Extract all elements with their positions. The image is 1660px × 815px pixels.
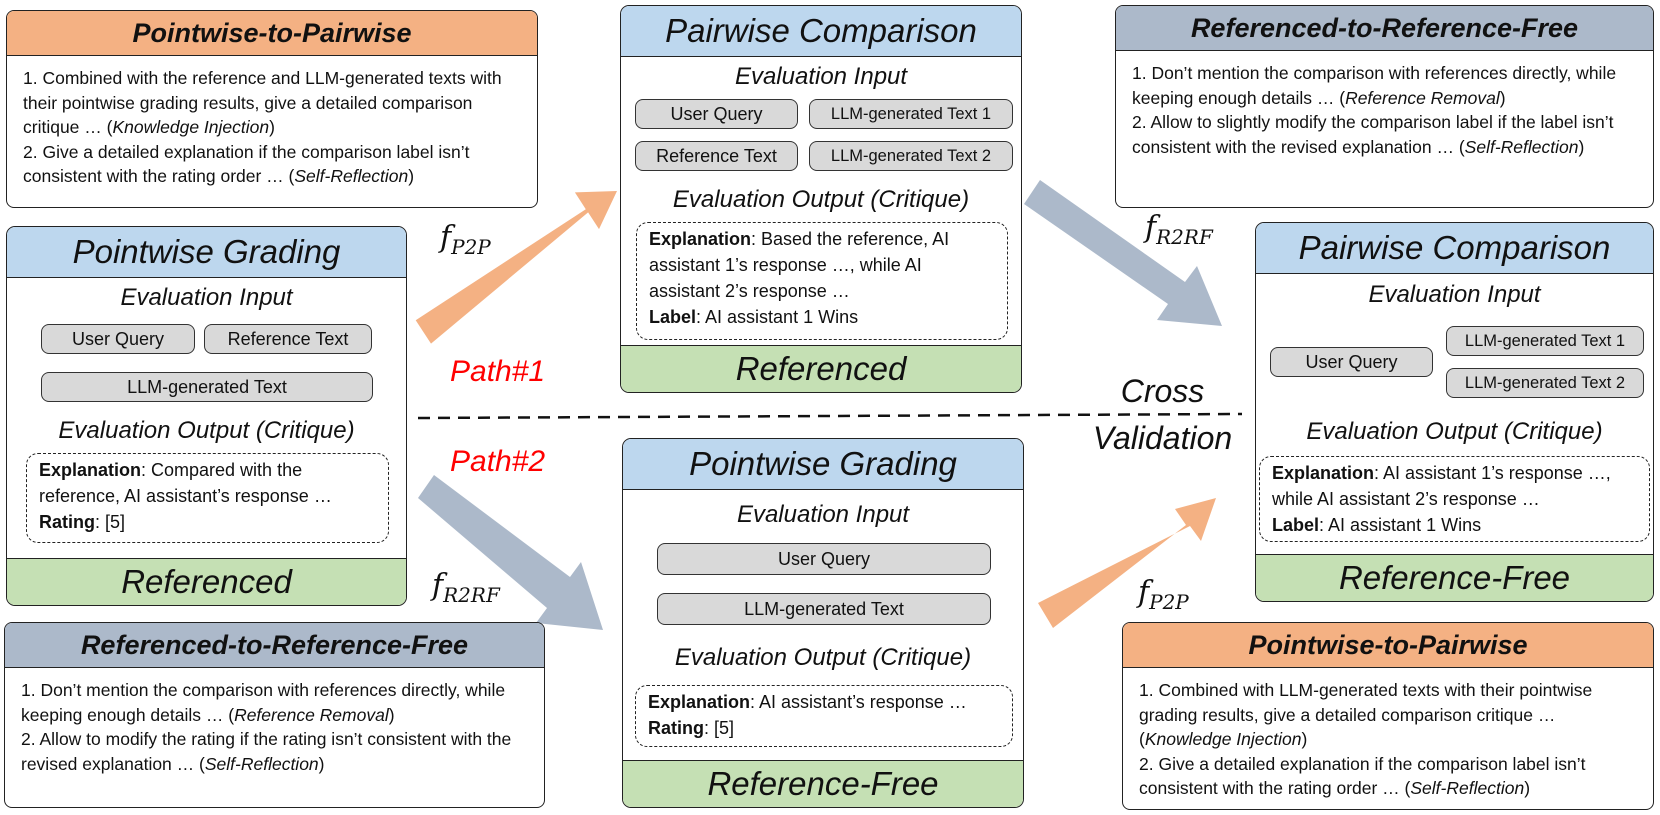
p2p-arrow-bottom bbox=[1038, 498, 1216, 628]
input-user-query: User Query bbox=[635, 99, 798, 129]
eval-input-heading: Evaluation Input bbox=[1368, 281, 1541, 308]
input-llm-text-2: LLM-generated Text 2 bbox=[1446, 368, 1644, 398]
input-reference-text: Reference Text bbox=[635, 141, 798, 171]
rule-item: 2. Allow to slightly modify the comparis… bbox=[1132, 112, 1614, 157]
rule-item: 2. Give a detailed explanation if the co… bbox=[23, 141, 470, 187]
explanation-line: Explanation: Based the reference, AI ass… bbox=[649, 229, 950, 301]
rule-item: 1. Combined with LLM-generated texts wit… bbox=[1139, 680, 1593, 749]
cross-validation-line2: Validation bbox=[1092, 420, 1233, 456]
card-pairwise-reference-free: Pairwise Comparison Evaluation Input Use… bbox=[1255, 222, 1654, 602]
critique-box: Explanation: AI assistant 1’s response …… bbox=[1259, 456, 1650, 542]
card-pointwise-referenced: Pointwise Grading Evaluation Input User … bbox=[6, 226, 407, 606]
input-llm-text-1: LLM-generated Text 1 bbox=[809, 99, 1013, 129]
label-line: Label: AI assistant 1 Wins bbox=[649, 307, 859, 327]
input-user-query: User Query bbox=[657, 543, 991, 575]
r2rf-rules-top: Referenced-to-Reference-Free 1. Don’t me… bbox=[1115, 5, 1654, 208]
r2rf-arrow-bottom bbox=[418, 475, 603, 630]
eval-output-heading: Evaluation Output (Critique) bbox=[674, 644, 972, 671]
rating-line: Rating: [5] bbox=[648, 718, 735, 738]
card-footer: Reference-Free bbox=[623, 760, 1023, 807]
critique-box: Explanation: Compared with the reference… bbox=[26, 453, 389, 543]
r2rf-arrow-top bbox=[1024, 180, 1222, 326]
f-r2rf-label-top: fR2RF bbox=[1145, 210, 1213, 249]
card-title: Pointwise Grading bbox=[7, 227, 406, 278]
input-llm-text-2: LLM-generated Text 2 bbox=[809, 141, 1013, 171]
r2rf-rules-bottom-title: Referenced-to-Reference-Free bbox=[5, 623, 544, 668]
r2rf-rules-top-body: 1. Don’t mention the comparison with ref… bbox=[1116, 51, 1653, 159]
rule-item: 1. Combined with the reference and LLM-g… bbox=[23, 68, 502, 137]
rule-item: 2. Allow to modify the rating if the rat… bbox=[21, 729, 512, 774]
p2p-arrow-top bbox=[415, 191, 617, 344]
p2p-rules-top-body: 1. Combined with the reference and LLM-g… bbox=[7, 56, 537, 189]
f-p2p-label-top: fP2P bbox=[440, 220, 491, 259]
card-pairwise-referenced: Pairwise Comparison Evaluation Input Use… bbox=[620, 5, 1022, 393]
r2rf-rules-bottom: Referenced-to-Reference-Free 1. Don’t me… bbox=[4, 622, 545, 808]
p2p-rules-bottom-title: Pointwise-to-Pairwise bbox=[1123, 623, 1653, 668]
input-user-query: User Query bbox=[41, 324, 195, 354]
eval-input-heading: Evaluation Input bbox=[120, 284, 293, 311]
critique-box: Explanation: Based the reference, AI ass… bbox=[636, 222, 1008, 340]
explanation-line: Explanation: AI assistant’s response … bbox=[648, 692, 967, 712]
eval-input-heading: Evaluation Input bbox=[734, 63, 908, 90]
label-line: Label: AI assistant 1 Wins bbox=[1272, 515, 1482, 535]
card-footer: Referenced bbox=[621, 345, 1021, 392]
explanation-line: Explanation: Compared with the reference… bbox=[39, 460, 332, 506]
rating-line: Rating: [5] bbox=[39, 512, 126, 532]
card-footer: Referenced bbox=[7, 558, 406, 605]
input-llm-text: LLM-generated Text bbox=[657, 593, 991, 625]
input-llm-text-1: LLM-generated Text 1 bbox=[1446, 326, 1644, 356]
critique-box: Explanation: AI assistant’s response … R… bbox=[635, 685, 1013, 747]
card-footer: Reference-Free bbox=[1256, 554, 1653, 601]
r2rf-rules-bottom-body: 1. Don’t mention the comparison with ref… bbox=[5, 668, 544, 776]
rule-item: 1. Don’t mention the comparison with ref… bbox=[21, 680, 506, 725]
f-r2rf-label-bottom: fR2RF bbox=[432, 568, 500, 607]
f-p2p-label-bottom: fP2P bbox=[1138, 575, 1189, 614]
eval-output-heading: Evaluation Output (Critique) bbox=[1306, 418, 1603, 445]
card-title: Pairwise Comparison bbox=[1256, 223, 1653, 274]
cross-validation-line1: Cross bbox=[1120, 373, 1205, 409]
card-title: Pairwise Comparison bbox=[621, 6, 1021, 57]
eval-output-heading: Evaluation Output (Critique) bbox=[672, 186, 970, 213]
p2p-rules-top-title: Pointwise-to-Pairwise bbox=[7, 11, 537, 56]
card-title: Pointwise Grading bbox=[623, 439, 1023, 490]
eval-input-heading: Evaluation Input bbox=[736, 501, 910, 528]
rule-item: 2. Give a detailed explanation if the co… bbox=[1139, 753, 1586, 799]
eval-output-heading: Evaluation Output (Critique) bbox=[58, 417, 355, 444]
input-llm-text: LLM-generated Text bbox=[41, 372, 373, 402]
rule-item: 1. Don’t mention the comparison with ref… bbox=[1132, 63, 1617, 108]
divider-line bbox=[417, 412, 1243, 420]
r2rf-rules-top-title: Referenced-to-Reference-Free bbox=[1116, 6, 1653, 51]
p2p-rules-bottom-body: 1. Combined with LLM-generated texts wit… bbox=[1123, 668, 1653, 801]
input-reference-text: Reference Text bbox=[204, 324, 372, 354]
path-1-label: Path#1 bbox=[450, 355, 546, 388]
card-pointwise-reference-free: Pointwise Grading Evaluation Input User … bbox=[622, 438, 1024, 808]
p2p-rules-top: Pointwise-to-Pairwise 1. Combined with t… bbox=[6, 10, 538, 208]
p2p-rules-bottom: Pointwise-to-Pairwise 1. Combined with L… bbox=[1122, 622, 1654, 810]
input-user-query: User Query bbox=[1270, 347, 1433, 377]
explanation-line: Explanation: AI assistant 1’s response …… bbox=[1272, 463, 1611, 509]
path-2-label: Path#2 bbox=[450, 445, 546, 478]
